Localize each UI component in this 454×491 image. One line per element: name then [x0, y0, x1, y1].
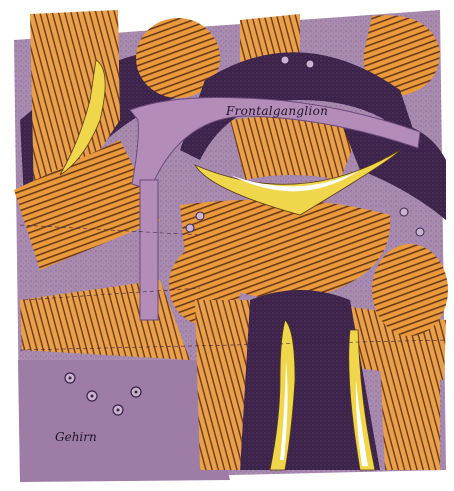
muscle-column-right: [380, 360, 440, 470]
nerve-vertical: [140, 180, 158, 320]
frontalganglion-label: Frontalganglion: [226, 104, 328, 118]
muscle-right-oval: [372, 244, 448, 336]
gehirn-label: Gehirn: [55, 430, 97, 444]
